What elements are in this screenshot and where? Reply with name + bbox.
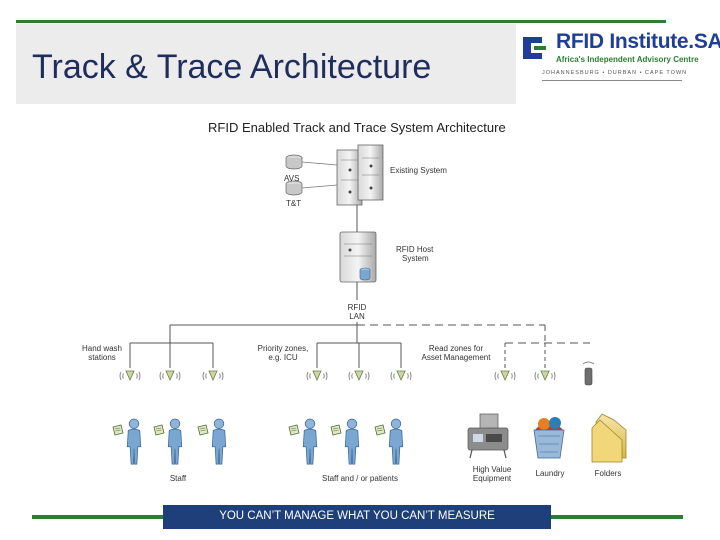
architecture-diagram [112,144,627,465]
rfid-tag-icon [330,424,342,436]
rfid-tag-icon [197,424,209,436]
hand-wash-label-line1: Hand wash [81,344,123,353]
logo-cities: JOHANNESBURG • DURBAN • CAPE TOWN [542,70,688,76]
staff-label: Staff [169,474,187,483]
reader-icon [348,370,370,381]
tt-label: T&T [286,199,302,208]
avs-label: AVS [284,174,300,183]
rfid-tag-icon [374,424,386,436]
person-icon [344,418,360,465]
tt-link [301,184,338,189]
folders-icon [591,413,627,463]
laundry-basket-icon [533,417,565,459]
existing-system-label: Existing System [390,166,447,175]
rfid-lan-label-line2: LAN [349,312,365,321]
logo-name: RFID Institute.SA [556,30,720,53]
avs-link [301,161,338,166]
footer-banner: YOU CAN’T MANAGE WHAT YOU CAN’T MEASURE [163,505,551,529]
logo-tagline: Africa's Independent Advisory Centre [556,55,699,64]
logo: RFID Institute.SA Africa's Independent A… [520,28,720,88]
logo-rule [542,80,682,81]
database-avs-icon [285,154,303,170]
reader-icon [119,370,141,381]
footer-text: YOU CAN’T MANAGE WHAT YOU CAN’T MEASURE [219,510,495,522]
high-value-label-line1: High Value [472,465,512,474]
reader-icon [159,370,181,381]
rfid-tag-icon [153,424,165,436]
priority-zones-label-line2: e.g. ICU [268,353,298,362]
staff-group [112,418,227,465]
hand-wash-label-line2: stations [88,353,116,362]
rfid-host-label-line1: RFID Host [396,245,434,254]
read-zones-label-line1: Read zones for [428,344,484,353]
top-rule [16,20,666,23]
person-icon [302,418,318,465]
rfid-host-server-icon [339,231,377,283]
lan-bus [129,324,590,368]
staff-patients-group [288,418,404,465]
folders-label: Folders [594,469,622,478]
reader-icon [202,370,224,381]
rfid-host-label-line2: System [402,254,429,263]
read-zones-label-line2: Asset Management [421,353,491,362]
equipment-icon [467,413,509,459]
person-icon [211,418,227,465]
reader-icon [390,370,412,381]
priority-zones-label-line1: Priority zones, [257,344,309,353]
database-tt-icon [285,180,303,196]
rfid-lan-label-line1: RFID [347,303,367,312]
bottom-rule-left [32,515,163,519]
handheld-reader-icon [582,361,595,386]
person-icon [126,418,142,465]
rfid-tag-icon [112,424,124,436]
title-band [16,24,516,104]
bottom-rule-right [551,515,683,519]
reader-icon [534,370,556,381]
reader-icon [306,370,328,381]
person-icon [167,418,183,465]
slide-title: Track & Trace Architecture [32,48,432,86]
reader-icon [494,370,516,381]
staff-patients-label: Staff and / or patients [322,474,398,483]
person-icon [388,418,404,465]
rfid-tag-icon [288,424,300,436]
logo-mark-icon [523,37,546,59]
high-value-label-line2: Equipment [472,474,512,483]
laundry-label: Laundry [535,469,565,478]
existing-system-servers-icon [336,144,384,206]
diagram-title: RFID Enabled Track and Trace System Arch… [208,120,506,135]
